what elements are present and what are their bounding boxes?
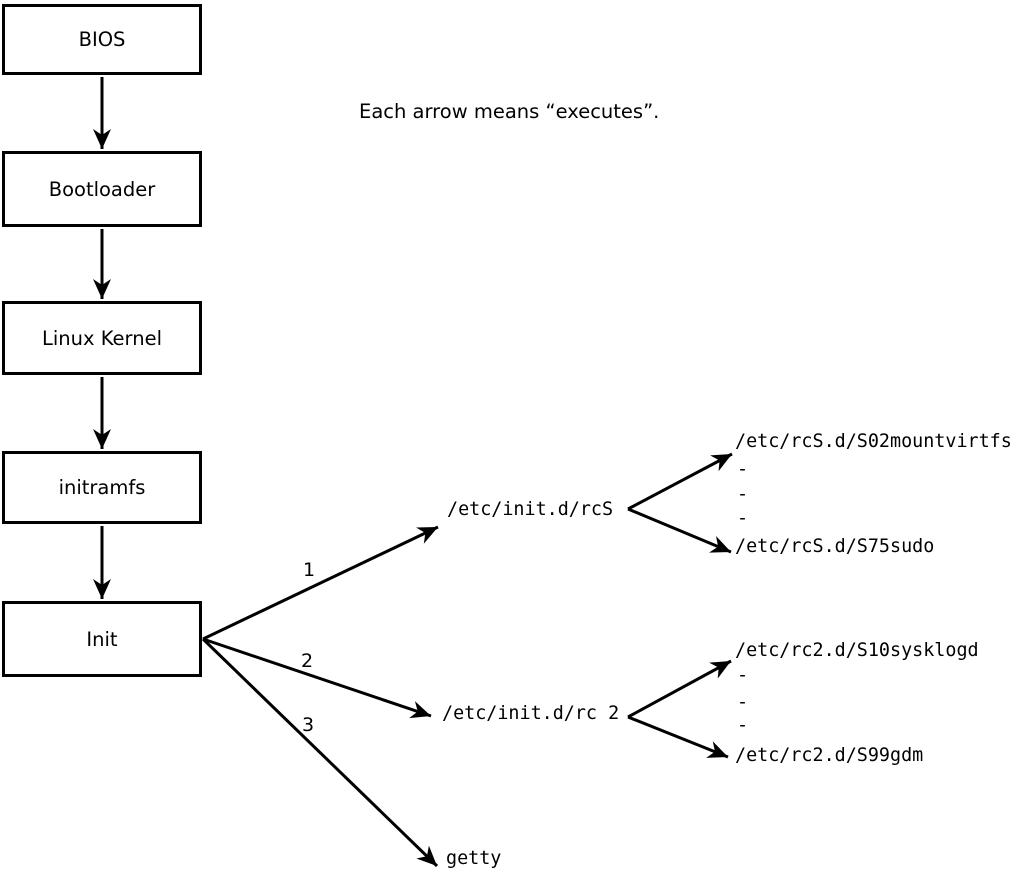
arrow-rcs-to-s75sudo [627, 507, 732, 554]
rc2-first-file-label: /etc/rc2.d/S10sysklogd [735, 640, 979, 661]
initramfs-label: initramfs [58, 476, 146, 499]
ellipsis-dash: - [737, 665, 749, 686]
rc2-script-label: /etc/init.d/rc 2 [442, 703, 620, 724]
arrow-number-2: 2 [301, 650, 314, 672]
ellipsis-dash: - [737, 484, 749, 505]
init-box: Init [2, 601, 202, 677]
linux-kernel-label: Linux Kernel [42, 326, 162, 350]
rc2-last-file-label: /etc/rc2.d/S99gdm [735, 745, 924, 766]
initramfs-box: initramfs [2, 451, 202, 524]
bios-label: BIOS [78, 28, 126, 51]
ellipsis-dash: - [737, 508, 749, 529]
arrow-init-to-rc2 [202, 637, 432, 719]
bootloader-label: Bootloader [48, 177, 156, 201]
rcs-first-file-label: /etc/rcS.d/S02mountvirtfs [735, 431, 1012, 452]
ellipsis-dash: - [737, 692, 749, 713]
arrow-rc2-to-s10sysklogd [627, 659, 732, 719]
bios-box: BIOS [2, 4, 202, 75]
arrow-init-to-rcs [202, 525, 439, 641]
arrow-number-3: 3 [302, 714, 315, 736]
getty-label: getty [446, 848, 502, 869]
arrow-rc2-to-s99gdm [627, 715, 729, 759]
rcs-last-file-label: /etc/rcS.d/S75sudo [735, 536, 935, 557]
arrow-rcs-to-s02mountvirtfs [627, 452, 733, 511]
init-label: Init [86, 627, 118, 651]
ellipsis-dash: - [737, 715, 749, 736]
rcs-script-label: /etc/init.d/rcS [447, 499, 614, 520]
arrow-number-1: 1 [303, 559, 316, 581]
bootloader-box: Bootloader [2, 151, 202, 227]
linux-kernel-box: Linux Kernel [2, 301, 202, 375]
executes-note: Each arrow means “executes”. [359, 100, 660, 123]
arrow-init-to-getty [201, 637, 439, 868]
ellipsis-dash: - [737, 459, 749, 480]
